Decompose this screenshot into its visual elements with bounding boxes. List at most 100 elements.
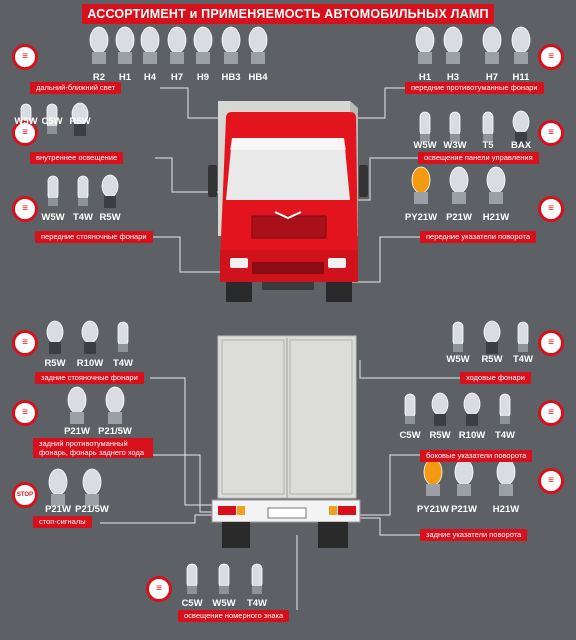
bulb-r5w: [101, 174, 119, 208]
bulb-code: H3: [446, 72, 460, 83]
bulb-code: H7: [170, 72, 184, 83]
bulb-code: H11: [512, 72, 530, 83]
group-label-6: задние стояночные фонари: [35, 372, 144, 384]
icon-glyph: ≡: [22, 407, 28, 418]
icon-glyph: STOP: [16, 492, 34, 498]
bulb-py21w: [411, 166, 431, 204]
front-turn-icon: ≡: [538, 196, 564, 222]
bulb-code: P21W: [45, 504, 71, 515]
bulb-code: HB3: [221, 72, 241, 83]
bulb-r5w: [46, 320, 64, 354]
group-label-4: передние стояночные фонари: [35, 231, 153, 243]
bulb-code: P21W: [64, 426, 90, 437]
bulb-p21-5w: [82, 468, 102, 506]
group-label-0: дальний-ближний свет: [30, 82, 122, 94]
bulb-code: C5W: [41, 116, 63, 127]
bulb-h11: [511, 26, 531, 64]
dashboard-light-icon: ≡: [538, 120, 564, 146]
bulb-c5w: [46, 103, 58, 134]
icon-glyph: ≡: [548, 51, 554, 62]
bulb-code: PY21W: [416, 504, 450, 515]
bulb-h7: [482, 26, 502, 64]
bulb-h3: [443, 26, 463, 64]
bulb-code: R10W: [458, 430, 486, 441]
bulb-code: W5W: [212, 598, 236, 609]
bulb-bax: [512, 110, 530, 144]
bulb-code: W5W: [14, 116, 38, 127]
bulb-code: H1: [118, 72, 132, 83]
icon-glyph: ≡: [22, 51, 28, 62]
bulb-hb4: [248, 26, 268, 64]
bulb-w3w: [449, 111, 461, 142]
bulb-r5w: [71, 102, 89, 136]
bulb-p21w: [67, 386, 87, 424]
icon-glyph: ≡: [548, 203, 554, 214]
bulb-code: P21W: [451, 504, 477, 515]
bulb-p21w: [449, 166, 469, 204]
bulb-code: R5W: [44, 358, 66, 369]
bulb-c5w: [404, 393, 416, 424]
bulb-code: T4W: [72, 212, 94, 223]
icon-glyph: ≡: [548, 475, 554, 486]
bulb-w5w: [419, 111, 431, 142]
bulb-code: H21W: [482, 212, 510, 223]
parking-light-icon: ≡: [12, 196, 38, 222]
bulb-t4w: [499, 393, 511, 424]
headlight-icon: ≡: [12, 44, 38, 70]
group-label-1: передние противотуманные фонари: [405, 82, 544, 94]
bulb-p21w: [454, 458, 474, 496]
bulb-code: T4W: [112, 358, 134, 369]
bulb-code: BAX: [510, 140, 532, 151]
bulb-code: HB4: [248, 72, 268, 83]
bulb-code: W3W: [443, 140, 467, 151]
group-label-8: задний противотуманный фонарь, фонарь за…: [33, 438, 153, 458]
group-label-7: ходовые фонари: [460, 372, 531, 384]
running-light-icon: ≡: [538, 330, 564, 356]
bulb-w5w: [452, 321, 464, 352]
bulb-t5: [482, 111, 494, 142]
bulb-t4w: [517, 321, 529, 352]
group-label-3: освещение панели управления: [418, 152, 539, 164]
bulb-code: P21W: [446, 212, 472, 223]
front-fog-icon: ≡: [538, 44, 564, 70]
bulb-code: R2: [92, 72, 106, 83]
bulb-code: H4: [143, 72, 157, 83]
bulb-c5w: [186, 563, 198, 594]
bulb-code: H7: [485, 72, 499, 83]
group-label-2: внутреннее освещение: [30, 152, 124, 164]
bulb-h7: [167, 26, 187, 64]
bulb-code: T4W: [494, 430, 516, 441]
icon-glyph: ≡: [548, 337, 554, 348]
icon-glyph: ≡: [22, 203, 28, 214]
bulb-h21w: [486, 166, 506, 204]
bulb-r10w: [463, 392, 481, 426]
bulb-hb3: [221, 26, 241, 64]
plate-light-icon: ≡: [146, 576, 172, 602]
bulb-code: W5W: [446, 354, 470, 365]
bulb-code: P21/5W: [75, 504, 109, 515]
icon-glyph: ≡: [548, 127, 554, 138]
icon-glyph: ≡: [156, 583, 162, 594]
bulb-code: R5W: [429, 430, 451, 441]
side-turn-icon: ≡: [538, 400, 564, 426]
icon-glyph: ≡: [548, 407, 554, 418]
bulb-code: C5W: [399, 430, 421, 441]
stop-icon: STOP: [12, 482, 38, 508]
bulb-code: R5W: [99, 212, 121, 223]
bulb-code: C5W: [181, 598, 203, 609]
bulb-code: H21W: [492, 504, 520, 515]
group-label-12: освещение номерного знака: [178, 610, 290, 622]
bulb-p21-5w: [105, 386, 125, 424]
bulb-code: T4W: [246, 598, 268, 609]
bulb-code: H1: [418, 72, 432, 83]
bulb-r2: [89, 26, 109, 64]
bulb-code: R5W: [69, 116, 91, 127]
bulb-code: W5W: [413, 140, 437, 151]
group-label-9: боковые указатели поворота: [420, 450, 533, 462]
bulb-h9: [193, 26, 213, 64]
bulb-t4w: [117, 321, 129, 352]
icon-glyph: ≡: [22, 127, 28, 138]
bulb-h21w: [496, 458, 516, 496]
bulb-h4: [140, 26, 160, 64]
